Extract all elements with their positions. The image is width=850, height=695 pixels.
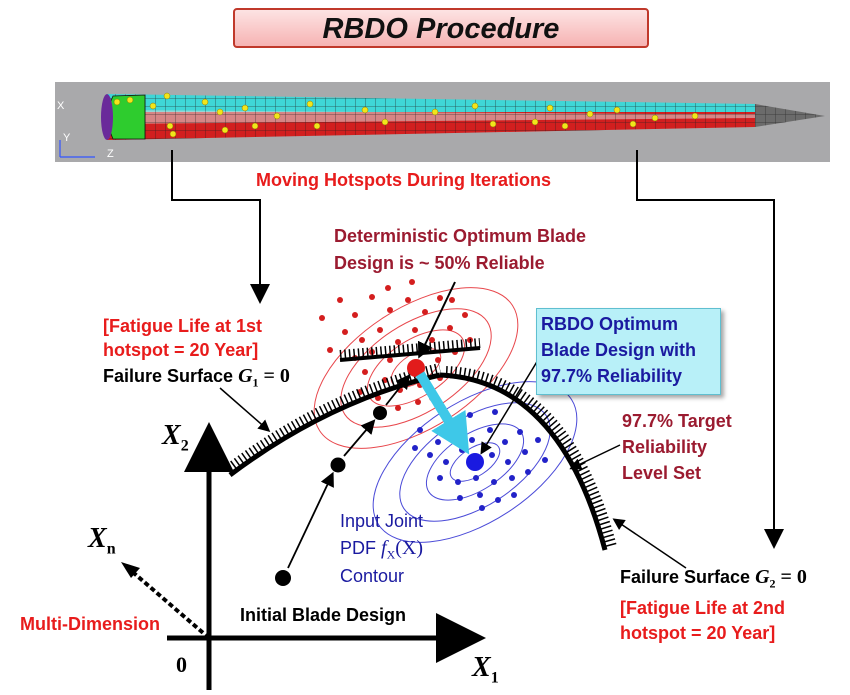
title-box: RBDO Procedure: [233, 8, 649, 48]
x1-axis-label: X1: [472, 652, 499, 688]
iteration-point-1: [330, 457, 346, 473]
failure1-suffix: = 0: [258, 365, 290, 387]
failure-g1-callout-arrow: [219, 387, 271, 432]
iteration-point-2: [373, 406, 387, 420]
deterministic-label-line2: Design is ~ 50% Reliable: [334, 253, 545, 273]
xn-sub: n: [106, 540, 116, 558]
input-pdf-line3: Contour: [340, 566, 405, 586]
page-title: RBDO Procedure: [322, 13, 560, 45]
rbdo-samples: [412, 409, 548, 511]
x1-main: X: [472, 652, 491, 683]
target-label-line3: Level Set: [622, 463, 702, 483]
deterministic-callout-arrow: [417, 281, 456, 359]
fatigue1-label-line2: hotspot = 20 Year]: [103, 340, 259, 360]
iteration-arrow-3: [385, 374, 411, 406]
failure2-var: G: [755, 566, 770, 588]
moving-hotspots-label: Moving Hotspots During Iterations: [256, 170, 551, 190]
blade-mesh-panel: X Y Z: [55, 82, 830, 162]
input-pdf-f: f: [381, 537, 387, 559]
axis-z-label: Z: [107, 148, 114, 160]
target-callout-arrow: [569, 444, 621, 470]
origin-label: 0: [176, 652, 187, 677]
axis-y-label: Y: [63, 132, 71, 144]
target-label-line1: 97.7% Target: [622, 411, 732, 431]
xn-axis-label: Xn: [88, 523, 116, 559]
fatigue2-label-line2: hotspot = 20 Year]: [620, 623, 776, 643]
x2-main: X: [162, 420, 181, 451]
failure-surface-g1-label: Failure Surface G1 = 0: [103, 365, 290, 391]
input-pdf-prefix: PDF: [340, 538, 382, 558]
deterministic-optimum-point: [407, 359, 425, 377]
initial-design-label: Initial Blade Design: [240, 605, 407, 625]
deterministic-limit-segment: [339, 338, 481, 362]
deterministic-label-line1: Deterministic Optimum Blade: [334, 226, 587, 246]
target-label-line2: Reliability: [622, 437, 708, 457]
failure-surface-g2-label: Failure Surface G2 = 0: [620, 566, 807, 592]
fatigue1-label-line1: [Fatigue Life at 1st: [103, 316, 263, 336]
initial-design-point: [275, 570, 291, 586]
failure-surface-g2: [439, 366, 617, 551]
rbdo-callout-arrow: [480, 359, 539, 455]
x2-sub: 2: [180, 437, 189, 455]
x1-sub: 1: [490, 669, 499, 687]
iteration-arrow-2: [343, 419, 376, 457]
hotspot-markers: [113, 92, 699, 138]
fatigue2-label-line1: [Fatigue Life at 2nd: [620, 598, 786, 618]
input-pdf-suffix: (X): [395, 537, 424, 559]
failure2-suffix: = 0: [775, 566, 807, 588]
xn-axis: [126, 566, 211, 640]
axis-triad-icon: [59, 140, 95, 158]
rbdo-optimum-point: [466, 453, 484, 471]
input-pdf-line1: Input Joint: [340, 511, 424, 531]
failure1-prefix: Failure Surface: [103, 366, 239, 386]
multi-dimension-label: Multi-Dimension: [20, 614, 160, 634]
failure1-sub: 1: [252, 375, 259, 390]
failure1-var: G: [238, 365, 253, 387]
failure-g2-callout-arrow: [612, 518, 687, 569]
failure-surface-g1: [226, 363, 442, 478]
hotspot-connector-right: [636, 150, 784, 549]
axis-x-label: X: [57, 100, 65, 112]
rbdo-optimum-callout: [536, 308, 721, 395]
input-pdf-sub: X: [386, 547, 396, 562]
rbdo-label-line2: Blade Design with: [541, 340, 697, 360]
x2-axis-label: X2: [162, 420, 189, 456]
xn-main: X: [88, 523, 107, 554]
rbdo-label-line3: 97.7% Reliability: [541, 366, 683, 386]
failure2-sub: 2: [769, 576, 776, 591]
rbdo-label-line1: RBDO Optimum: [541, 314, 678, 334]
deterministic-samples: [319, 279, 473, 411]
blade-root-flange: [101, 94, 113, 140]
reliability-shift-arrow: [415, 371, 470, 455]
input-pdf-line2: PDF fX(X): [340, 537, 423, 563]
hotspot-connector-left: [171, 150, 270, 304]
failure2-prefix: Failure Surface: [620, 567, 756, 587]
iteration-arrow-1: [287, 471, 334, 569]
blade-mesh-image: [59, 92, 825, 158]
